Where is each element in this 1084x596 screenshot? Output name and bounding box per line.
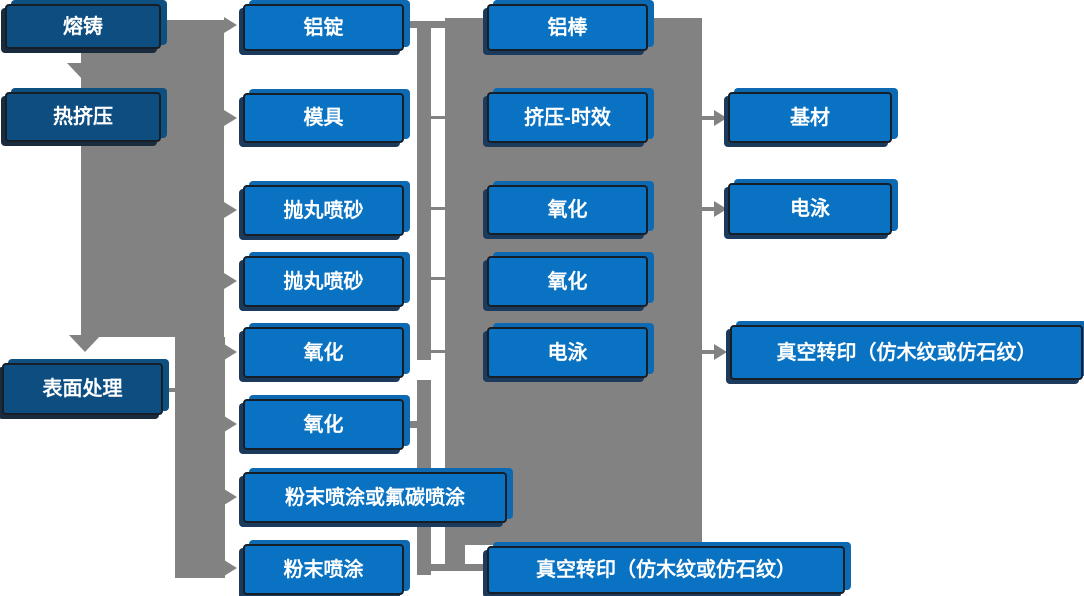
node-vacuum-transfer-printing-right: 真空转印（仿木纹或仿石纹） [730,325,1083,380]
arrow-right-icon [224,416,237,432]
node-label: 电泳 [790,198,830,220]
arrow-right-icon [714,201,727,217]
node-powder-coating: 粉末喷涂 [243,544,404,595]
node-label: 熔铸 [63,15,103,38]
arrow-right-icon [714,344,727,360]
link-bus-to-rect-row4 [430,277,450,280]
link-bus-to-rect-row3 [430,207,450,210]
link-rect-to-base-material [701,116,714,120]
node-label: 氧化 [547,199,588,221]
node-label: 抛丸喷砂 [283,199,364,222]
node-surface-treatment: 表面处理 [2,363,163,415]
node-oxidation-4: 氧化 [487,256,648,307]
node-aluminium-ingot: 铝锭 [243,4,404,51]
node-oxidation-1: 氧化 [243,327,404,378]
node-label: 粉末喷涂或氟碳喷涂 [285,486,465,509]
arrow-down-icon [67,63,99,80]
node-label: 铝棒 [547,16,588,39]
node-vacuum-transfer-printing-bottom: 真空转印（仿木纹或仿石纹） [487,546,845,594]
link-surface-treatment-to-band [163,388,177,392]
arrow-down-icon [69,335,101,352]
arrow-right-icon [224,110,237,126]
link-rect-to-vacuum-transfer [701,350,714,354]
arrow-right-icon [224,344,237,360]
node-label: 挤压-时效 [524,106,611,129]
node-extrusion-aging: 挤压-时效 [487,92,648,143]
node-oxidation-3: 氧化 [487,185,648,235]
node-oxidation-2: 氧化 [243,399,404,450]
node-label: 氧化 [303,341,344,364]
node-label: 氧化 [303,413,344,436]
node-label: 基材 [790,106,830,129]
node-shot-blasting-1: 抛丸喷砂 [243,185,404,236]
node-electrophoresis-2: 电泳 [728,183,892,235]
node-label: 粉末喷涂 [283,558,364,581]
node-label: 表面处理 [42,378,123,400]
link-bus-to-rect-row2 [430,116,450,119]
node-label: 铝锭 [303,16,344,39]
arrow-right-icon [224,17,237,33]
link-bus-to-vacuum-transfer [430,564,488,571]
node-label: 真空转印（仿木纹或仿石纹） [536,559,796,581]
connector-band-surface-treatment [175,337,225,578]
link-oxidation-to-bus [404,421,418,428]
arrow-right-icon [714,110,727,126]
arrow-right-icon [224,202,237,218]
connector-bus-middle-upper [417,22,431,360]
node-melting-casting: 熔铸 [5,4,161,49]
link-ingot-to-bus [404,21,450,28]
node-shot-blasting-2: 抛丸喷砂 [243,256,404,307]
node-aluminium-rod: 铝棒 [487,4,648,51]
node-mold: 模具 [243,93,404,143]
node-label: 模具 [303,107,344,129]
node-label: 真空转印（仿木纹或仿石纹） [776,341,1037,364]
node-electrophoresis-1: 电泳 [487,327,648,378]
connector-band-left-main [81,20,224,337]
link-rect-to-electrophoresis [701,207,714,211]
node-label: 氧化 [547,270,588,293]
link-bus-to-rect-row5 [430,350,450,353]
node-label: 电泳 [547,341,588,364]
arrow-right-icon [224,489,237,505]
node-label: 抛丸喷砂 [283,270,364,293]
node-label: 热挤压 [53,106,113,128]
link-rect-foot [445,545,465,564]
node-hot-extrusion: 热挤压 [5,92,161,142]
node-powder-or-fluorocarbon-coating: 粉末喷涂或氟碳喷涂 [243,472,507,523]
node-base-material: 基材 [728,92,892,143]
arrow-right-icon [224,273,237,289]
arrow-right-icon [224,560,237,576]
